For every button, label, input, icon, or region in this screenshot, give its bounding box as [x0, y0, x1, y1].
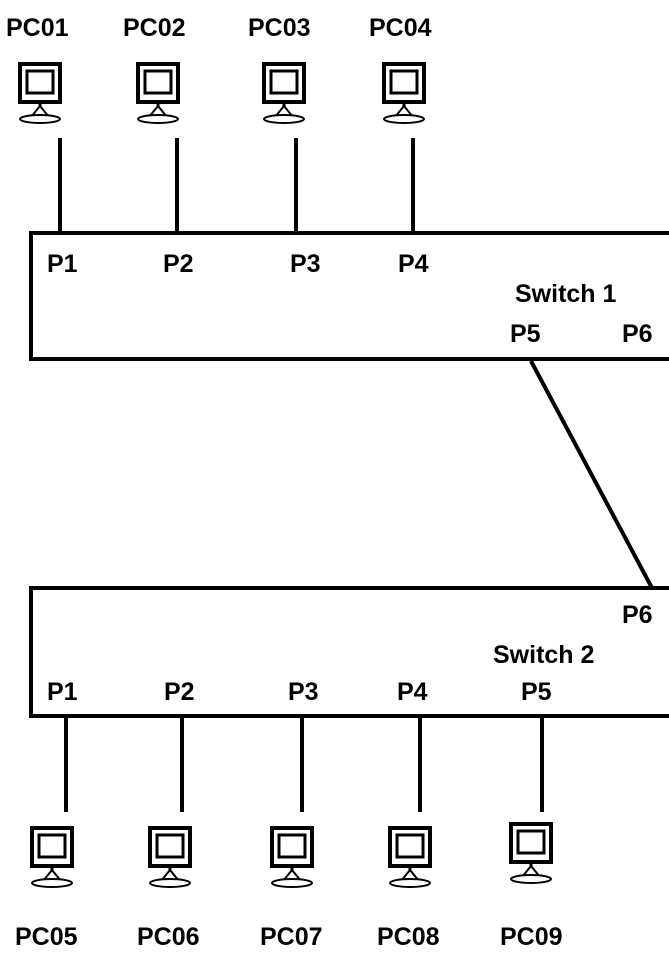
pc09-label: PC09	[500, 923, 563, 951]
switch-2-port-p3-label: P3	[288, 678, 319, 706]
switch-1-port-p4-label: P4	[398, 250, 429, 278]
pc06-label: PC06	[137, 923, 200, 951]
pc05-monitor-icon	[30, 826, 74, 889]
switch-1-port-p6-label: P6	[622, 320, 653, 348]
pc07-monitor-icon	[270, 826, 314, 889]
switch-2-port-p5-label: P5	[521, 678, 552, 706]
pc08-monitor-icon	[388, 826, 432, 889]
switch-2-box	[29, 586, 669, 718]
pc02-monitor-icon	[136, 62, 180, 125]
switch-2-port-p1-label: P1	[47, 678, 78, 706]
switch-2-port-p2-label: P2	[164, 678, 195, 706]
switch-1-name-label: Switch 1	[515, 280, 617, 308]
pc06-monitor-icon	[148, 826, 192, 889]
switch-1-port-p2-label: P2	[163, 250, 194, 278]
pc05-label: PC05	[15, 923, 78, 951]
pc08-label: PC08	[377, 923, 440, 951]
switch-2-name-label: Switch 2	[493, 641, 594, 669]
pc09-monitor-icon	[509, 822, 553, 885]
uplink-cable	[529, 360, 654, 589]
pc02-label: PC02	[123, 14, 186, 42]
switch-1-port-p3-label: P3	[290, 250, 321, 278]
pc03-label: PC03	[248, 14, 311, 42]
pc01-label: PC01	[6, 14, 69, 42]
pc07-label: PC07	[260, 923, 323, 951]
switch-2-port-p6-label: P6	[622, 601, 653, 629]
switch-2-port-p4-label: P4	[397, 678, 428, 706]
pc04-monitor-icon	[382, 62, 426, 125]
pc03-monitor-icon	[262, 62, 306, 125]
switch-1-port-p1-label: P1	[47, 250, 78, 278]
switch-1-port-p5-label: P5	[510, 320, 541, 348]
pc01-monitor-icon	[18, 62, 62, 125]
switch-1-box	[29, 231, 669, 361]
pc04-label: PC04	[369, 14, 432, 42]
